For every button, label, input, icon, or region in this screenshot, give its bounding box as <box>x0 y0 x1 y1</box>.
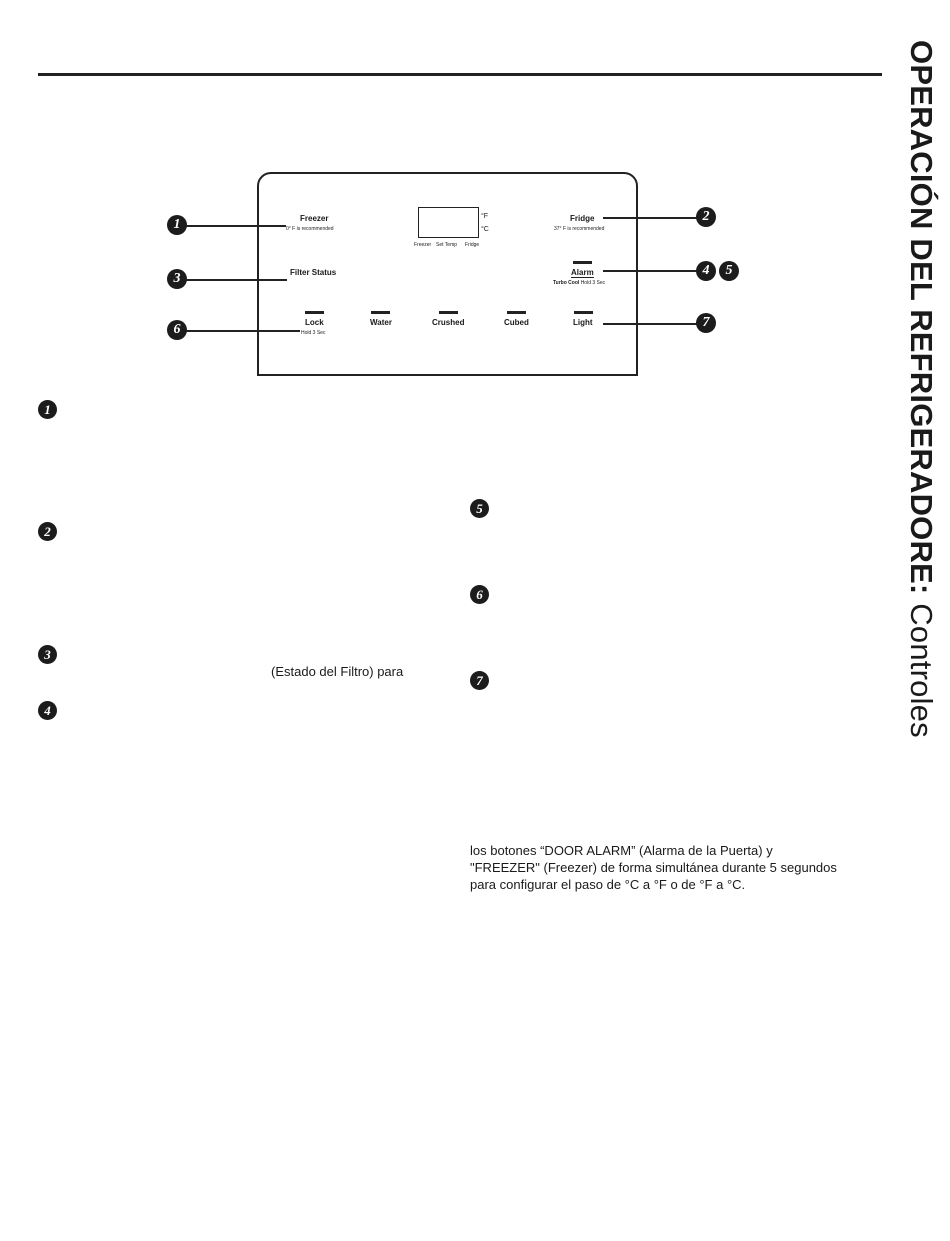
callout-badge-5: 5 <box>719 261 739 281</box>
lock-led <box>305 311 324 314</box>
side-title-bold: OPERACIÓN DEL REFRIGERADORE: <box>904 40 939 595</box>
section-5-badge: 5 <box>470 499 489 518</box>
section-1-badge: 1 <box>38 400 57 419</box>
crushed-button[interactable]: Crushed <box>432 318 465 327</box>
light-led <box>574 311 593 314</box>
freezer-recommended: 0° F is recommended <box>286 226 334 232</box>
side-title: OPERACIÓN DEL REFRIGERADORE: Controles <box>903 40 943 760</box>
callout-badge-1: 1 <box>167 215 187 235</box>
display-freezer-label: Freezer <box>414 242 432 248</box>
leader-line-1 <box>186 225 286 227</box>
section-4-badge: 4 <box>38 701 57 720</box>
note-line-2: "FREEZER" (Freezer) de forma simultánea … <box>470 860 837 875</box>
light-button[interactable]: Light <box>573 318 593 327</box>
callout-badge-4: 4 <box>696 261 716 281</box>
unit-f: °F <box>481 213 489 220</box>
section-3-text: (Estado del Filtro) para <box>271 664 404 679</box>
leader-line-7 <box>603 323 697 325</box>
alarm-button[interactable]: Alarm <box>571 268 594 277</box>
turbo-cool-hold: Hold 3 Sec <box>580 280 606 286</box>
section-3-badge: 3 <box>38 645 57 664</box>
side-title-light: Controles <box>904 603 939 738</box>
crushed-led <box>439 311 458 314</box>
cubed-led <box>507 311 526 314</box>
filter-status-indicator: Filter Status <box>290 268 337 277</box>
lock-hold-label: Hold 3 Sec <box>301 330 326 336</box>
note-line-1: los botones “DOOR ALARM” (Alarma de la P… <box>470 843 773 858</box>
unit-c: °C <box>481 226 489 233</box>
temperature-display <box>418 207 479 238</box>
callout-badge-7: 7 <box>696 313 716 333</box>
water-button[interactable]: Water <box>370 318 392 327</box>
leader-line-2 <box>603 217 697 219</box>
fridge-recommended: 37° F is recommended <box>554 226 605 232</box>
leader-line-3 <box>186 279 287 281</box>
display-fridge-label: Fridge <box>465 242 480 248</box>
freezer-button[interactable]: Freezer <box>300 214 329 223</box>
leader-line-6 <box>186 330 300 332</box>
display-set-temp-label: Set Temp <box>436 242 458 248</box>
section-7-badge: 7 <box>470 671 489 690</box>
fridge-button[interactable]: Fridge <box>570 214 595 223</box>
leader-line-45 <box>603 270 697 272</box>
lock-button[interactable]: Lock <box>305 318 324 327</box>
section-6-badge: 6 <box>470 585 489 604</box>
cubed-button[interactable]: Cubed <box>504 318 529 327</box>
control-panel <box>257 172 638 376</box>
header-rule <box>38 73 882 76</box>
alarm-led <box>573 261 592 264</box>
note-line-3: para configurar el paso de °C a °F o de … <box>470 877 746 892</box>
callout-badge-3: 3 <box>167 269 187 289</box>
callout-badge-6: 6 <box>167 320 187 340</box>
turbo-cool-bold: Turbo Cool <box>553 280 580 286</box>
turbo-cool-label: Turbo Cool Hold 3 Sec <box>553 280 605 286</box>
callout-badge-2: 2 <box>696 207 716 227</box>
water-led <box>371 311 390 314</box>
section-2-badge: 2 <box>38 522 57 541</box>
alarm-divider <box>571 277 594 278</box>
